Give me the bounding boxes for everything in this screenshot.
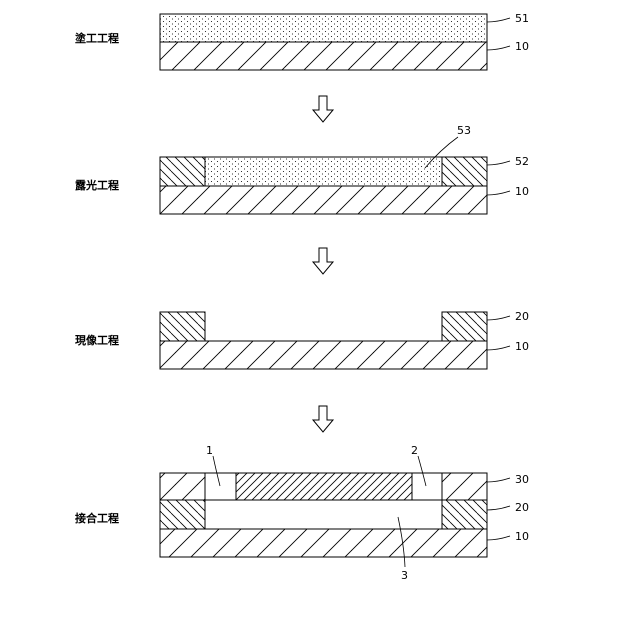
top-plate-30-right (442, 473, 487, 500)
ref-1: 1 (206, 444, 213, 457)
leader-line (487, 18, 510, 22)
step-bonding: 接合工程 1 2 30 20 10 3 (75, 444, 529, 582)
spacer-20-right (442, 500, 487, 529)
step-label-coating: 塗工工程 (75, 31, 119, 45)
top-plate-30-center (236, 473, 412, 500)
leader-line (487, 161, 510, 165)
pattern-20-left (160, 312, 205, 341)
top-plate-30-left (160, 473, 205, 500)
coating-layer-51 (160, 14, 487, 42)
ref-30: 30 (515, 473, 529, 486)
substrate-10 (160, 529, 487, 557)
port-2 (412, 473, 442, 500)
leader-line (487, 316, 510, 320)
leader-line (487, 346, 510, 350)
down-arrow-icon (313, 96, 333, 122)
substrate-10 (160, 186, 487, 214)
step-label-bonding: 接合工程 (75, 511, 119, 525)
leader-line (487, 191, 510, 195)
unexposed-region-53 (205, 157, 442, 186)
step-exposure: 露光工程 53 52 10 (75, 124, 529, 214)
exposed-region-52-left (160, 157, 205, 186)
step-development: 現像工程 20 10 (75, 310, 529, 369)
ref-20: 20 (515, 501, 529, 514)
substrate-10 (160, 42, 487, 70)
ref-51: 51 (515, 12, 529, 25)
ref-10: 10 (515, 40, 529, 53)
step-label-development: 現像工程 (75, 333, 119, 347)
step-label-exposure: 露光工程 (75, 178, 119, 192)
ref-10: 10 (515, 185, 529, 198)
leader-line (487, 478, 510, 482)
exposed-region-52-right (442, 157, 487, 186)
ref-2: 2 (411, 444, 418, 457)
channel-3 (205, 500, 442, 529)
leader-line (487, 46, 510, 50)
port-1 (205, 473, 236, 500)
leader-line (487, 536, 510, 540)
ref-10: 10 (515, 340, 529, 353)
spacer-20-left (160, 500, 205, 529)
pattern-20-right (442, 312, 487, 341)
ref-53: 53 (457, 124, 471, 137)
ref-10: 10 (515, 530, 529, 543)
down-arrow-icon (313, 248, 333, 274)
leader-line (487, 506, 510, 510)
substrate-10 (160, 341, 487, 369)
down-arrow-icon (313, 406, 333, 432)
ref-52: 52 (515, 155, 529, 168)
ref-20: 20 (515, 310, 529, 323)
ref-3: 3 (401, 569, 408, 582)
step-coating: 塗工工程 51 10 (75, 12, 529, 70)
